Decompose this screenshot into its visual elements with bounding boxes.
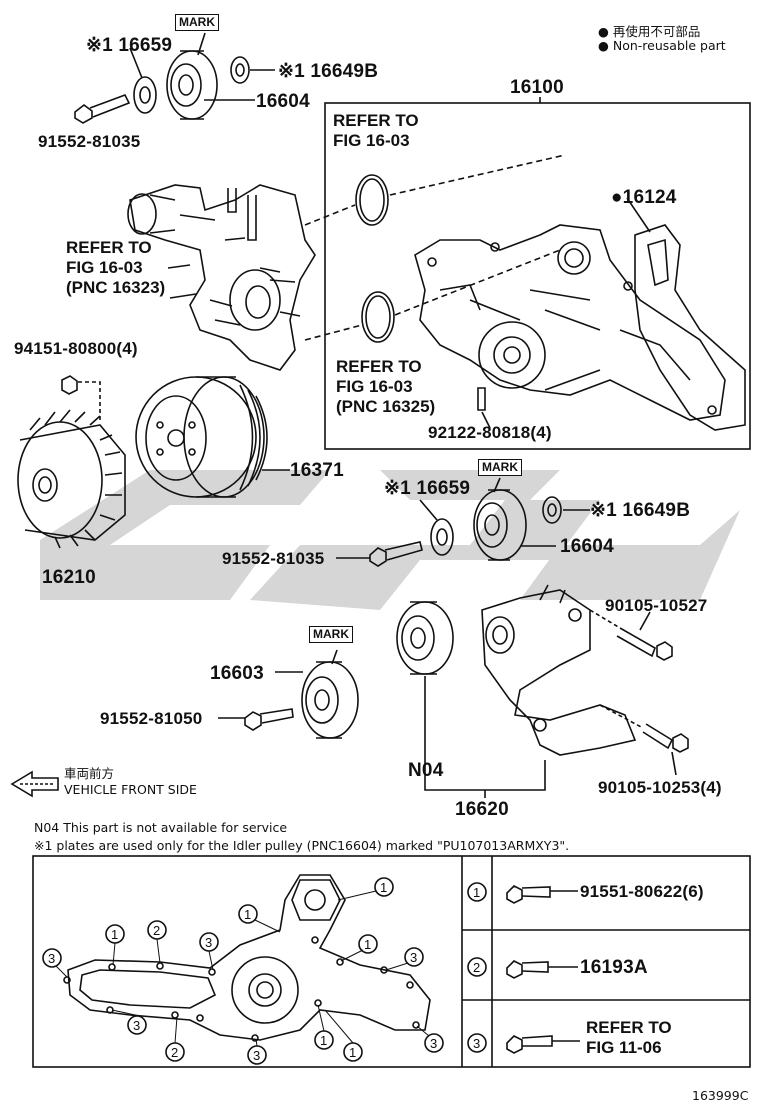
gasket-16124 (634, 224, 746, 431)
refer-to-left[interactable]: REFER TO FIG 16-03 (PNC 16323) (66, 238, 166, 297)
o-ring-top (355, 174, 389, 226)
label-91552-81035-mid[interactable]: 91552-81035 (222, 549, 325, 568)
bolt-91552-top (74, 94, 131, 124)
label-16604-mid[interactable]: 16604 (560, 536, 614, 557)
front-arrow-icon (10, 770, 59, 798)
tensioner-pulley-N04 (396, 601, 454, 675)
plate-16659-top (133, 76, 157, 114)
bolt-91552-81050 (244, 708, 294, 731)
nut-94151 (61, 375, 78, 395)
key-frame (32, 855, 751, 1068)
label-90105-10253[interactable]: 90105-10253(4) (598, 778, 722, 797)
label-94151[interactable]: 94151-80800(4) (14, 339, 138, 358)
refer-to-mid[interactable]: REFER TO FIG 16-03 (PNC 16325) (336, 357, 436, 416)
idler-pulley-top (166, 50, 218, 120)
label-16649b-top[interactable]: ※1 16649B (278, 61, 379, 82)
callout-1: 1 (111, 927, 119, 942)
callout-1: 1 (320, 1033, 328, 1048)
key-row-3-num: 3 (473, 1036, 481, 1051)
label-92122[interactable]: 92122-80818(4) (428, 423, 552, 442)
label-16604-top[interactable]: 16604 (256, 91, 310, 112)
label-16124[interactable]: ●16124 (611, 187, 677, 208)
callout-2: 2 (171, 1045, 179, 1060)
label-16100[interactable]: 16100 (510, 77, 564, 98)
label-16659-mid[interactable]: ※1 16659 (384, 478, 471, 499)
fan-clutch-16210 (17, 409, 126, 549)
label-91552-81050[interactable]: 91552-81050 (100, 709, 203, 728)
water-inlet-housing (127, 184, 316, 371)
callout-1: 1 (244, 907, 252, 922)
o-ring-bottom (361, 291, 395, 343)
label-16659-top[interactable]: ※1 16659 (86, 35, 173, 56)
plate-16659-mid (430, 518, 454, 556)
pump-bolt-layout (63, 874, 431, 1042)
watermark-logo (40, 470, 740, 610)
label-91552-81035-top[interactable]: 91552-81035 (38, 132, 141, 151)
callout-3: 3 (205, 935, 213, 950)
callout-3: 3 (253, 1048, 261, 1063)
bolt-90105-10527 (616, 627, 673, 661)
water-pump-body (414, 224, 726, 421)
bolt-90105-10253 (642, 723, 689, 753)
label-16649b-mid[interactable]: ※1 16649B (590, 500, 691, 521)
vehicle-front-en: VEHICLE FRONT SIDE (64, 782, 197, 797)
idler-pulley-mid (473, 489, 527, 561)
legend-jp: ● 再使用不可部品 (598, 24, 701, 39)
callout-1: 1 (349, 1045, 357, 1060)
label-16371[interactable]: 16371 (290, 460, 344, 481)
callout-2: 2 (153, 923, 161, 938)
mark-box-mid: MARK (478, 459, 522, 476)
callout-3: 3 (133, 1018, 141, 1033)
bolt-key-3 (506, 1035, 553, 1054)
note-n04: N04 This part is not available for servi… (34, 820, 288, 835)
label-90105-10527[interactable]: 90105-10527 (605, 596, 708, 615)
mark-box-top: MARK (175, 14, 219, 31)
bolt-91552-mid (369, 541, 423, 567)
key-row-3-part[interactable]: REFER TO FIG 11-06 (586, 1018, 672, 1057)
refer-to-top[interactable]: REFER TO FIG 16-03 (333, 111, 419, 150)
pulley-16371 (135, 376, 268, 498)
callout-1: 1 (380, 880, 388, 895)
label-16603[interactable]: 16603 (210, 663, 264, 684)
mark-box-low: MARK (309, 626, 353, 643)
key-row-2-num: 2 (473, 960, 481, 975)
figure-id: 163999C (692, 1088, 749, 1103)
washer-16649b-top (230, 56, 250, 84)
key-row-2-part[interactable]: 16193A (580, 957, 648, 978)
label-16210[interactable]: 16210 (42, 567, 96, 588)
callout-3: 3 (410, 950, 418, 965)
bolt-key-2 (506, 960, 549, 979)
vehicle-front-jp: 車両前方 (64, 766, 115, 781)
label-16620[interactable]: 16620 (455, 799, 509, 820)
callout-3: 3 (48, 951, 56, 966)
legend-en: ● Non-reusable part (598, 38, 726, 53)
callout-circles (42, 877, 444, 1065)
washer-16649b-mid (542, 496, 562, 524)
stud-92122 (477, 387, 486, 411)
label-N04[interactable]: N04 (408, 760, 444, 781)
assembly-16100-box (324, 102, 751, 450)
key-row-1-num: 1 (473, 885, 481, 900)
key-row-1-part[interactable]: 91551-80622(6) (580, 882, 704, 901)
callout-1: 1 (364, 937, 372, 952)
note-plates: ※1 plates are used only for the Idler pu… (34, 838, 570, 853)
idler-pulley-16603 (301, 661, 359, 739)
callout-3: 3 (430, 1036, 438, 1051)
bolt-key-1 (506, 885, 551, 904)
